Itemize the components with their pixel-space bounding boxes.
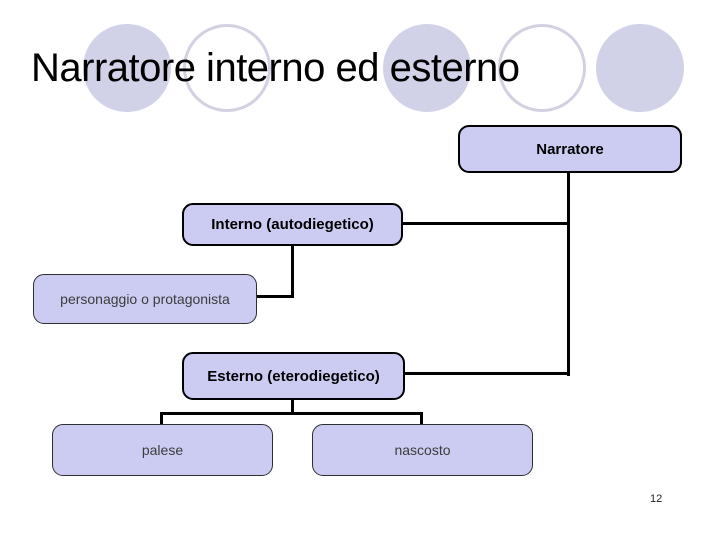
connector-to-interno xyxy=(403,222,570,225)
connector-bottom-branch xyxy=(160,412,423,415)
decorative-circle-filled xyxy=(596,24,684,112)
decorative-circle-filled xyxy=(383,24,471,112)
node-interno: Interno (autodiegetico) xyxy=(182,203,403,246)
connector-to-palese xyxy=(160,412,163,425)
connector-to-personaggio xyxy=(256,295,294,298)
decorative-circle-outlined xyxy=(183,24,271,112)
decorative-circle-outlined xyxy=(498,24,586,112)
slide-title: Narratore interno ed esterno xyxy=(31,46,520,90)
connector-narratore-trunk xyxy=(567,173,570,376)
connector-to-nascosto xyxy=(420,412,423,425)
node-palese: palese xyxy=(52,424,273,476)
node-personaggio: personaggio o protagonista xyxy=(33,274,257,324)
connector-interno-stub xyxy=(291,244,294,298)
node-nascosto: nascosto xyxy=(312,424,533,476)
connector-to-esterno xyxy=(404,372,570,375)
node-narratore: Narratore xyxy=(458,125,682,173)
connector-esterno-stub xyxy=(291,398,294,415)
node-esterno: Esterno (eterodiegetico) xyxy=(182,352,405,400)
decorative-circle-filled xyxy=(83,24,171,112)
page-number: 12 xyxy=(650,493,663,505)
